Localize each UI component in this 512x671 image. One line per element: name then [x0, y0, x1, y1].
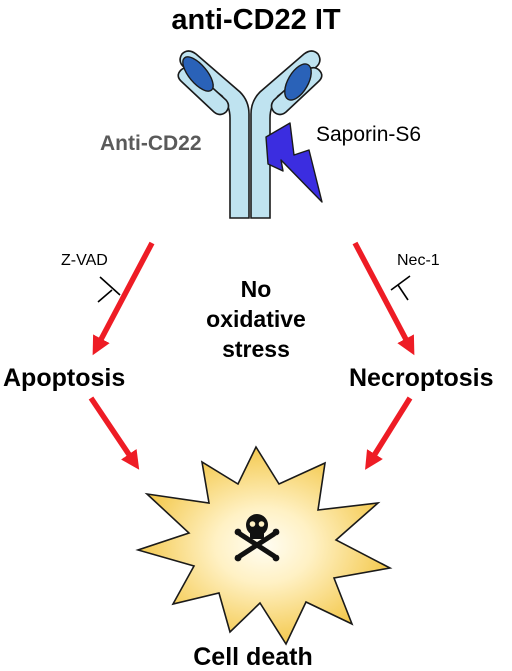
center-line-3: stress	[222, 336, 290, 362]
toxin-label: Saporin-S6	[316, 123, 421, 146]
right-inhibitor-label: Nec-1	[397, 252, 440, 269]
left-inhibitor-label: Z-VAD	[61, 252, 108, 269]
arrow-to-necroptosis	[352, 241, 415, 356]
apoptosis-label: Apoptosis	[3, 364, 125, 392]
cell-death-label: Cell death	[193, 643, 312, 671]
skull-crossbones-icon	[234, 514, 280, 562]
explosion-burst-icon	[135, 445, 393, 646]
lightning-bolt-icon	[265, 122, 323, 203]
center-line-2: oxidative	[206, 306, 306, 332]
center-line-1: No	[241, 276, 272, 302]
arrow-necroptosis-to-death	[365, 396, 413, 470]
necroptosis-label: Necroptosis	[349, 364, 493, 392]
antibody-label: Anti-CD22	[100, 132, 202, 155]
inhibition-icon	[97, 276, 121, 303]
antibody-icon	[177, 50, 323, 219]
inhibition-icon	[390, 275, 411, 301]
arrow-apoptosis-to-death	[88, 396, 140, 470]
arrow-to-apoptosis	[92, 241, 155, 356]
diagram-title: anti-CD22 IT	[171, 4, 340, 36]
